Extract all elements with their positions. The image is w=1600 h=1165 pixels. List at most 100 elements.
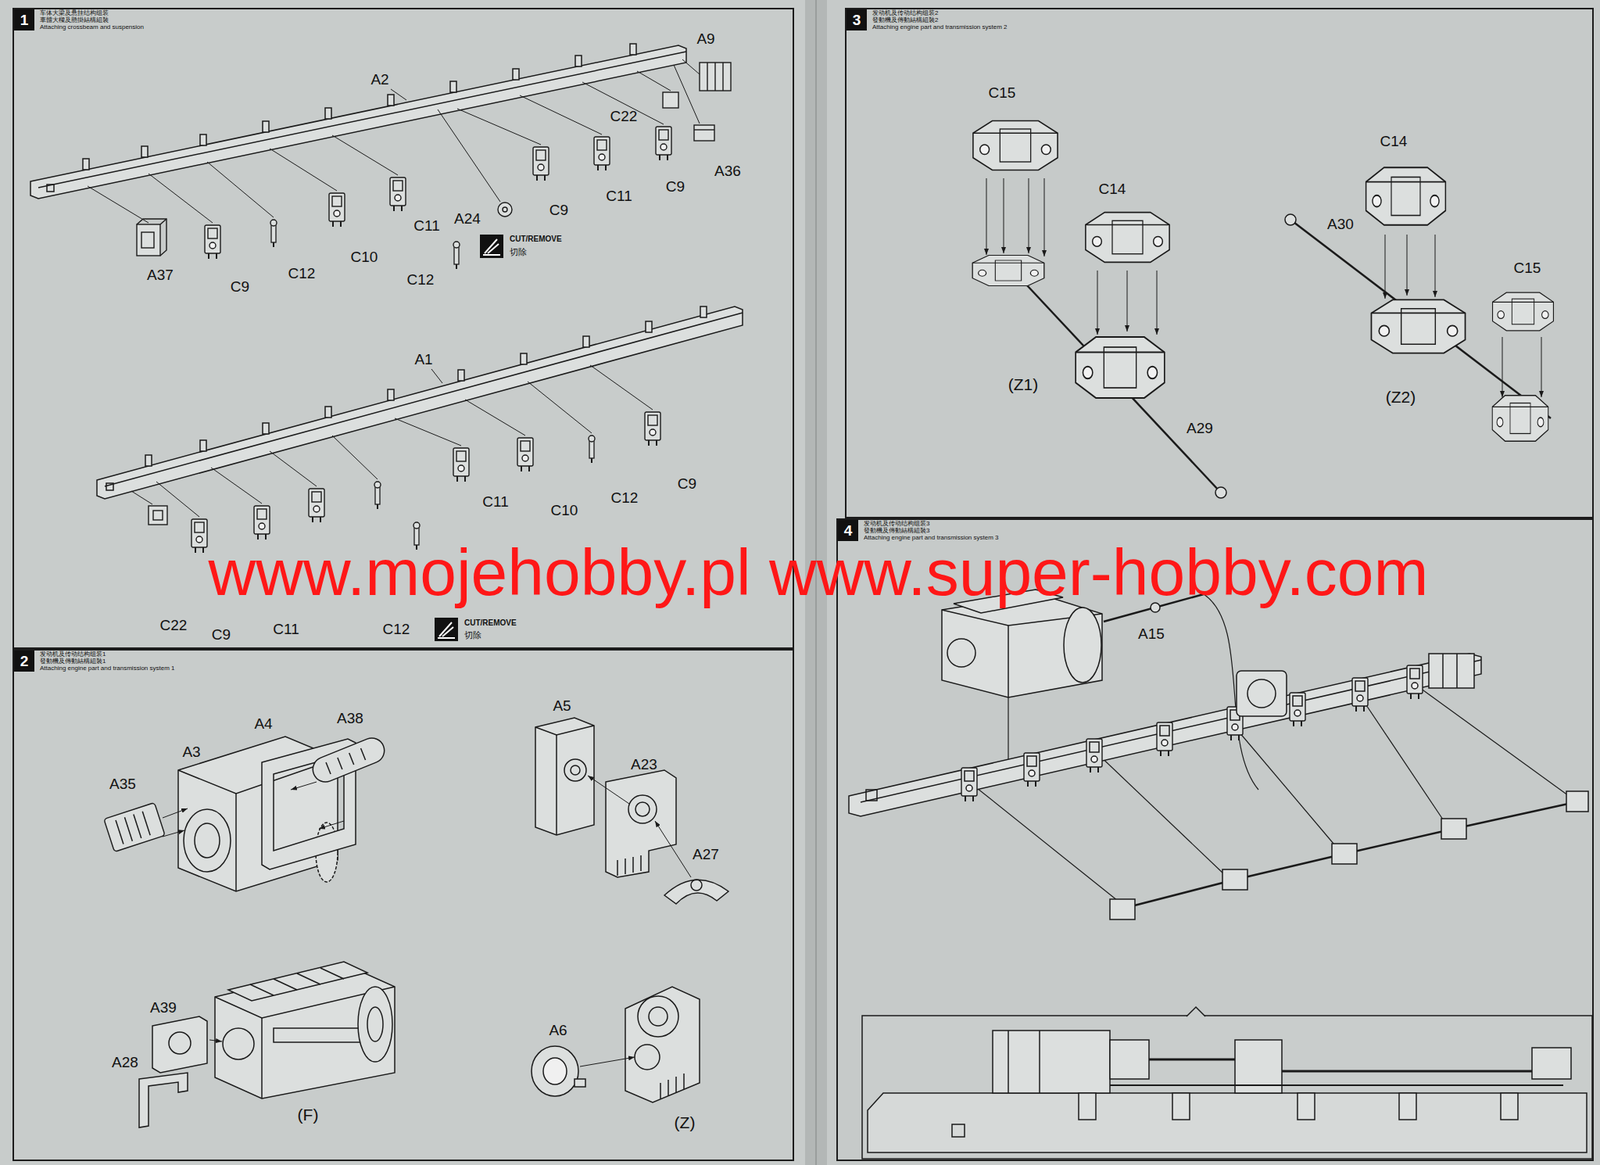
inset-view: [867, 1092, 1587, 1153]
part-number: C22: [160, 617, 188, 634]
assembly-arrows: [579, 775, 691, 1067]
housing-parts: [531, 717, 729, 1103]
engine-assembly: [273, 1027, 368, 1042]
suspension-parts: [517, 437, 534, 472]
assembly-arrows: [162, 781, 344, 837]
part-number: C12: [611, 490, 639, 506]
part-number: A27: [692, 846, 720, 863]
inset-view: [1148, 1058, 1235, 1061]
part-number: A23: [630, 756, 658, 773]
assembly-arrows: [655, 820, 691, 877]
engine-assembly: [152, 1016, 208, 1073]
leader-lines: [465, 399, 526, 436]
housing-parts: [635, 801, 650, 817]
part-number: C9: [230, 279, 250, 295]
gearbox-assembly: [103, 802, 165, 852]
part-number: C11: [413, 218, 440, 234]
step-number: 1: [14, 9, 35, 31]
suspension-parts: [141, 232, 154, 248]
transmission-layout: [860, 659, 1482, 802]
drive-assembly: [1285, 214, 1296, 226]
step-number: 4: [837, 519, 859, 541]
drive-assembly: [1016, 273, 1220, 491]
transmission-layout: [1331, 843, 1357, 864]
frame-rail: [645, 321, 652, 333]
leader-lines: [87, 186, 149, 223]
cut-note: CUT/REMOVE: [509, 235, 562, 244]
suspension-parts: [329, 193, 345, 227]
drive-assembly: [1370, 299, 1465, 353]
suspension-parts: [594, 136, 610, 171]
engine-assembly: [222, 1027, 255, 1060]
frame-rail: [325, 406, 332, 418]
inset-view: [1399, 1092, 1417, 1120]
suspension-parts: [148, 411, 661, 553]
drive-assembly: [1215, 486, 1227, 498]
gearbox-assembly: [103, 802, 165, 852]
assembly-arrows: [1003, 178, 1005, 254]
assembly-arrows: [1127, 270, 1128, 332]
leader-lines: [590, 365, 653, 410]
frame-rail: [46, 184, 54, 192]
inset-view: [992, 1030, 1110, 1093]
inset-view: [862, 1015, 1593, 1159]
inset-view: [952, 1123, 965, 1137]
part-number: A29: [1186, 420, 1214, 437]
assembly-arrows: [1156, 270, 1158, 335]
leader-lines: [457, 108, 541, 145]
leader-lines: [131, 365, 653, 517]
transmission-layout: [1441, 818, 1467, 839]
transmission-layout: [1406, 665, 1423, 699]
assembly-code: (Z2): [1385, 388, 1417, 406]
housing-parts: [531, 1045, 579, 1096]
frame-rail: [38, 51, 687, 188]
cut-icon: [483, 239, 501, 255]
drive-assembly: [1075, 336, 1165, 398]
cut-note: 切除: [509, 247, 527, 258]
inset-view: [1500, 1092, 1518, 1120]
suspension-parts: [722, 62, 724, 91]
assembly-arrows: [1097, 270, 1099, 335]
housing-parts: [683, 1073, 685, 1089]
drive-assembly: [1492, 395, 1549, 442]
suspension-parts: [390, 177, 406, 212]
drive-assembly: [972, 121, 1554, 499]
part-number: C12: [382, 621, 411, 638]
engine-assembly: [320, 967, 344, 979]
part-number: A2: [370, 71, 389, 88]
suspension-parts: [714, 62, 716, 91]
frame-rail: [520, 353, 527, 365]
step-heading: 發動機及傳動結構組裝1: [39, 657, 176, 665]
gearbox-assembly: [235, 793, 237, 892]
frame-rail: [104, 312, 743, 487]
transmission-layout: [1156, 722, 1173, 756]
leader-lines: [431, 368, 443, 383]
assembly-arrows: [1406, 234, 1408, 296]
gearbox-assembly: [309, 733, 389, 786]
transmission-layout: [1122, 801, 1579, 909]
suspension-parts: [153, 510, 163, 520]
housing-parts: [634, 1044, 660, 1070]
gearbox-assembly: [124, 816, 133, 841]
assembly-arrows: [1385, 234, 1386, 299]
transmission-layout: [1428, 653, 1475, 688]
transmission-layout: [1360, 695, 1447, 824]
transmission-layout: [1023, 752, 1040, 787]
transmission-layout: [969, 781, 1118, 901]
transmission-layout: [866, 789, 877, 801]
transmission-layout: [1094, 750, 1225, 874]
part-number: C11: [482, 493, 509, 510]
assembly-arrows: [986, 178, 1542, 398]
inset-view: [1172, 1092, 1190, 1120]
engine-assembly: [367, 1006, 383, 1042]
part-number: A15: [1138, 626, 1165, 642]
assembly-arrows: [1435, 234, 1436, 298]
transmission-layout: [1063, 607, 1102, 683]
leader-lines: [582, 82, 664, 125]
housing-parts: [543, 1057, 567, 1085]
part-number: A4: [254, 715, 273, 732]
frame-rail: [96, 306, 743, 499]
transmission-layout: [1442, 653, 1444, 688]
